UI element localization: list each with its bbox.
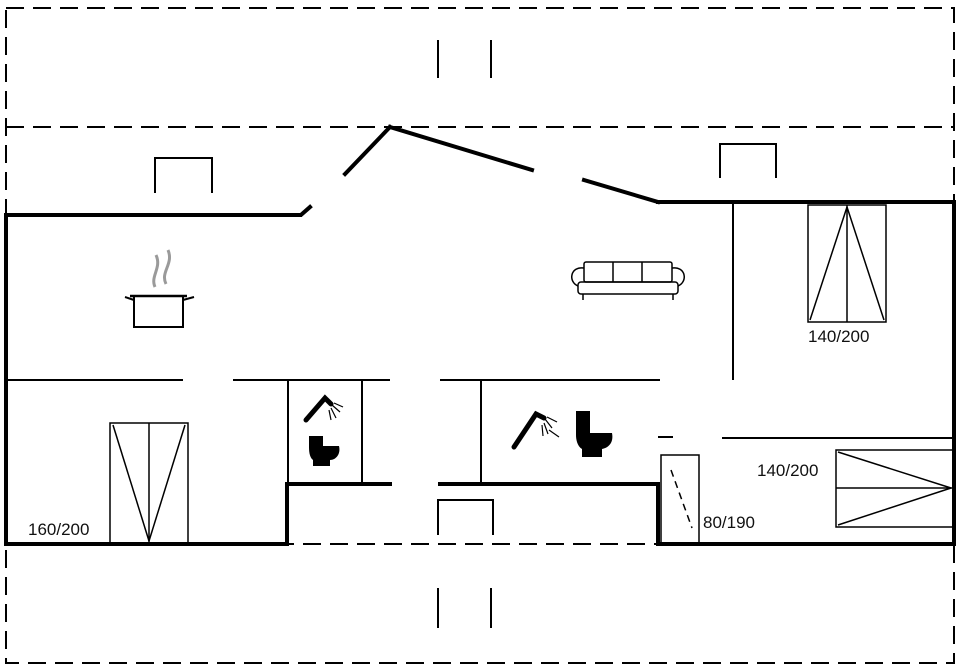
- shower-toilet-icon: [303, 394, 344, 466]
- interior-walls: [6, 202, 954, 484]
- roof-fixtures: [154, 143, 777, 535]
- bed-size-label: 160/200: [28, 520, 89, 539]
- double-bed: [109, 422, 189, 544]
- double-bed: [835, 449, 954, 528]
- bed-size-label: 140/200: [757, 461, 818, 480]
- shower-toilet-icon: [511, 410, 613, 457]
- double-bed: [807, 204, 887, 323]
- exterior-walls: [4, 124, 956, 546]
- sofa-icon: [571, 261, 685, 300]
- bed-size-label: 140/200: [808, 327, 869, 346]
- single-bed: [660, 454, 700, 544]
- cooking-pot-icon: [124, 249, 195, 328]
- bed-size-label: 80/190: [703, 513, 755, 532]
